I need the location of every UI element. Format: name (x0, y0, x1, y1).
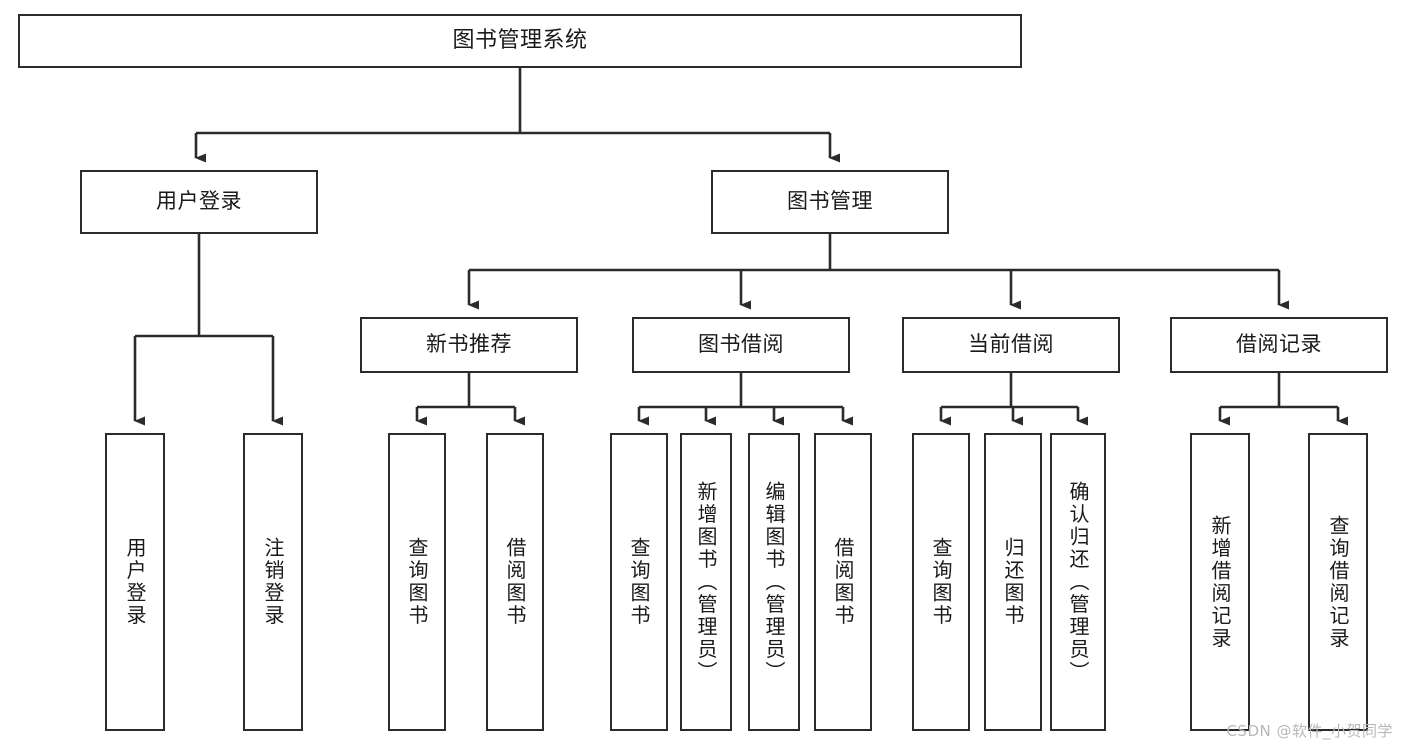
node-label: 用户登录 (123, 537, 147, 627)
node-current-borrow[interactable]: 当前借阅 (902, 317, 1120, 373)
node-leaf-query-borrow-record[interactable]: 查询借阅记录 (1308, 433, 1368, 731)
node-leaf-logout[interactable]: 注销登录 (243, 433, 303, 731)
node-label: 新书推荐 (426, 332, 512, 357)
node-leaf-query-book-current[interactable]: 查询图书 (912, 433, 970, 731)
node-label: 图书借阅 (698, 332, 784, 357)
node-leaf-user-login[interactable]: 用户登录 (105, 433, 165, 731)
node-leaf-add-borrow-record[interactable]: 新增借阅记录 (1190, 433, 1250, 731)
node-label: 图书管理 (787, 189, 873, 214)
node-user-login[interactable]: 用户登录 (80, 170, 318, 234)
node-leaf-borrow-book-recommend[interactable]: 借阅图书 (486, 433, 544, 731)
node-new-book-recommend[interactable]: 新书推荐 (360, 317, 578, 373)
node-label: 当前借阅 (968, 332, 1054, 357)
node-label: 图书管理系统 (452, 27, 588, 53)
node-leaf-query-book-borrow[interactable]: 查询图书 (610, 433, 668, 731)
node-leaf-borrow-book[interactable]: 借阅图书 (814, 433, 872, 731)
node-label: 确认归还（管理员） (1066, 480, 1090, 684)
node-leaf-query-book-recommend[interactable]: 查询图书 (388, 433, 446, 731)
node-label: 查询图书 (929, 537, 953, 627)
node-label: 查询借阅记录 (1326, 514, 1350, 650)
node-book-borrow[interactable]: 图书借阅 (632, 317, 850, 373)
node-borrow-record[interactable]: 借阅记录 (1170, 317, 1388, 373)
node-label: 编辑图书（管理员） (762, 480, 786, 684)
node-label: 借阅记录 (1236, 332, 1322, 357)
node-label: 借阅图书 (831, 537, 855, 627)
node-label: 注销登录 (261, 537, 285, 627)
node-leaf-return-book[interactable]: 归还图书 (984, 433, 1042, 731)
node-leaf-add-book-admin[interactable]: 新增图书（管理员） (680, 433, 732, 731)
node-label: 用户登录 (156, 189, 242, 214)
node-label: 归还图书 (1001, 537, 1025, 627)
node-label: 查询图书 (405, 537, 429, 627)
node-label: 新增借阅记录 (1208, 514, 1232, 650)
watermark-text: CSDN @软件_小贺同学 (1226, 722, 1393, 740)
node-label: 借阅图书 (503, 537, 527, 627)
node-label: 查询图书 (627, 537, 651, 627)
node-leaf-confirm-return-admin[interactable]: 确认归还（管理员） (1050, 433, 1106, 731)
node-leaf-edit-book-admin[interactable]: 编辑图书（管理员） (748, 433, 800, 731)
node-root-system[interactable]: 图书管理系统 (18, 14, 1022, 68)
node-book-management[interactable]: 图书管理 (711, 170, 949, 234)
node-label: 新增图书（管理员） (694, 480, 718, 684)
